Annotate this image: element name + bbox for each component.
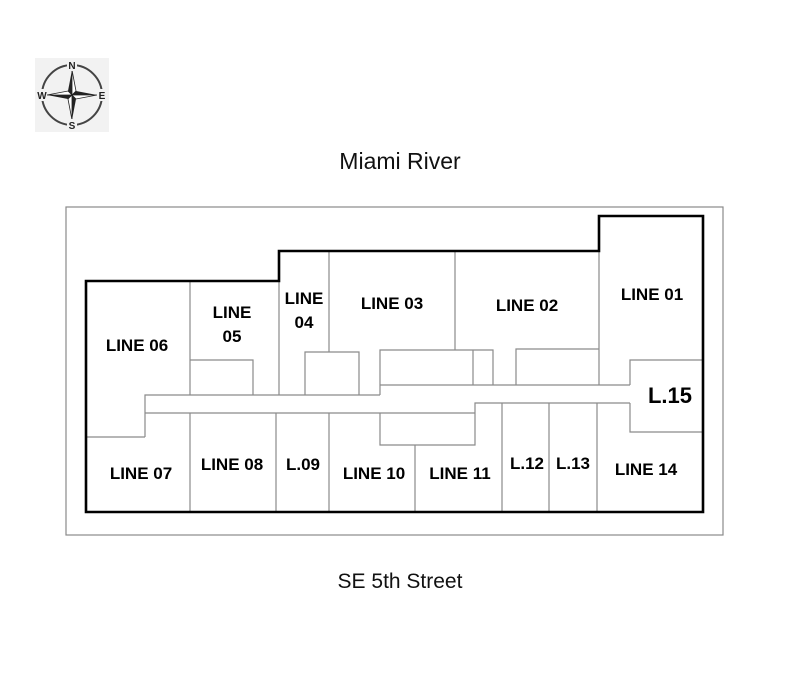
unit-l-09: L.09 [286, 455, 320, 474]
compass-w: W [37, 91, 47, 102]
unit-line-02: LINE 02 [496, 296, 558, 315]
unit-line-11: LINE 11 [429, 464, 490, 483]
compass-rose-icon: N S W E [35, 58, 109, 132]
unit-line-14: LINE 14 [615, 460, 678, 479]
lot-outline [65, 206, 724, 536]
compass-s: S [69, 121, 76, 132]
building-outline [84, 214, 705, 514]
unit-line-10: LINE 10 [343, 464, 405, 483]
compass-e: E [99, 91, 106, 102]
unit-line-06: LINE 06 [106, 336, 168, 355]
unit-line-01: LINE 01 [621, 285, 683, 304]
north-street-label: Miami River [339, 148, 461, 174]
unit-line-07: LINE 07 [110, 464, 172, 483]
unit-l-12: L.12 [510, 454, 544, 473]
compass-n: N [68, 61, 75, 72]
unit-line-08: LINE 08 [201, 455, 263, 474]
south-street-label: SE 5th Street [337, 570, 463, 593]
unit-l-15: L.15 [648, 383, 692, 408]
unit-l-13: L.13 [556, 454, 590, 473]
unit-line-03: LINE 03 [361, 294, 423, 313]
